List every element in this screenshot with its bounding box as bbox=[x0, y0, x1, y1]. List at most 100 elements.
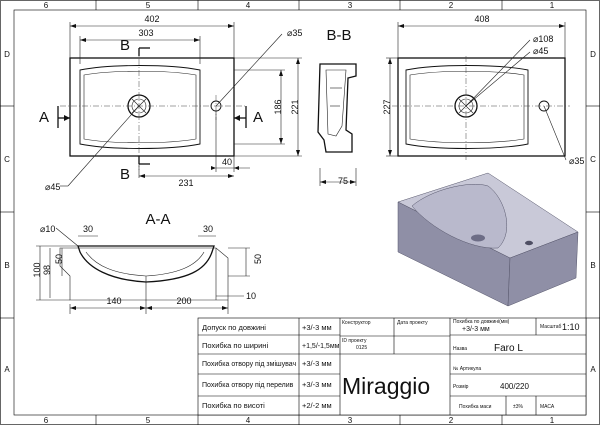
dia-bowl-label: ⌀108 bbox=[533, 34, 553, 44]
article-label: № Артикула bbox=[453, 366, 481, 372]
frame-col-label: 3 bbox=[348, 416, 353, 425]
dim-bowl-depth-right-label: 50 bbox=[253, 254, 263, 264]
title-block-tolerances: Допуск по довжині +3/-3 мм Похибка по ши… bbox=[202, 323, 340, 410]
section-bb-title: B-B bbox=[326, 27, 351, 44]
render-drain bbox=[471, 234, 485, 242]
dim-bowl-depth-left-label: 50 bbox=[54, 254, 64, 264]
frame-col-label: 6 bbox=[44, 1, 49, 10]
dim-left-span-label: 140 bbox=[106, 296, 121, 306]
basin-bowl-outline bbox=[79, 65, 201, 149]
title-block bbox=[197, 317, 587, 416]
side-section-labels: B-B 75 bbox=[326, 27, 351, 186]
isometric-render bbox=[397, 172, 579, 307]
section-b-bottom-label: B bbox=[120, 166, 130, 183]
size-label: Розмір bbox=[453, 384, 469, 390]
basin-outline bbox=[69, 57, 235, 157]
scale-value: 1:10 bbox=[562, 322, 580, 332]
frame-row-label: B bbox=[590, 261, 595, 270]
frame-row-labels-left: D C B A bbox=[4, 50, 10, 374]
product-name-value: Faro L bbox=[494, 343, 523, 354]
dim-rim-right-label: 30 bbox=[203, 224, 213, 234]
frame-row-labels-right: D C B A bbox=[590, 50, 596, 374]
mass-tolerance-label: Похибка маси bbox=[459, 404, 492, 410]
dim-inner-height-label: 98 bbox=[42, 265, 52, 275]
mass-label: МАСА bbox=[540, 404, 555, 410]
frame-column-labels-top: 6 5 4 3 2 1 bbox=[44, 1, 555, 10]
render-tap-hole bbox=[525, 240, 533, 246]
tolerance-label: Похибка по ширині bbox=[202, 341, 268, 350]
frame-col-label: 5 bbox=[146, 416, 151, 425]
dia-tap-alt-label: ⌀35 bbox=[569, 156, 584, 166]
product-name-label: Назва bbox=[453, 346, 467, 352]
frame-row-label: A bbox=[590, 365, 596, 374]
frame-col-label: 5 bbox=[146, 1, 151, 10]
dim-wall-label: 10 bbox=[246, 291, 256, 301]
frame-row-label: B bbox=[4, 261, 9, 270]
tolerance-value: +3/-3 мм bbox=[302, 323, 332, 332]
frame-row-label: C bbox=[4, 155, 10, 164]
depth-tolerance-value: +3/-3 мм bbox=[462, 326, 490, 333]
size-value: 400/220 bbox=[500, 382, 529, 391]
dia-tap-label: ⌀35 bbox=[287, 28, 302, 38]
frame-column-labels-bottom: 6 5 4 3 2 1 bbox=[44, 416, 555, 425]
frame-row-label: A bbox=[4, 365, 10, 374]
tolerance-label: Допуск по довжині bbox=[202, 323, 266, 332]
frame-col-label: 2 bbox=[449, 416, 454, 425]
dim-right-span-label: 200 bbox=[176, 296, 191, 306]
tolerance-label: Похибка отвору під перелив bbox=[202, 381, 294, 389]
section-aa-title: A-A bbox=[145, 211, 170, 228]
section-a-left-label: A bbox=[39, 109, 49, 126]
frame-col-label: 4 bbox=[246, 416, 251, 425]
section-profile bbox=[317, 63, 357, 153]
depth-tolerance-label: Похибка по довжині(мм) bbox=[453, 319, 510, 325]
frame-col-label: 6 bbox=[44, 416, 49, 425]
section-a-labels: A-A ⌀10 30 30 100 98 50 50 140 200 10 bbox=[32, 211, 263, 306]
frame-col-label: 4 bbox=[246, 1, 251, 10]
frame-row-label: C bbox=[590, 155, 596, 164]
dim-drain-offset-label: 231 bbox=[178, 178, 193, 188]
project-id-value: 0125 bbox=[356, 345, 367, 351]
brand-logo-text: Miraggio bbox=[342, 373, 430, 399]
basin-outline-alt bbox=[397, 57, 566, 157]
dim-depth-label: 75 bbox=[338, 176, 348, 186]
frame-col-label: 1 bbox=[550, 1, 555, 10]
section-a-right-label: A bbox=[253, 109, 263, 126]
section-b-top-label: B bbox=[120, 37, 130, 54]
right-top-view bbox=[386, 22, 570, 161]
dim-bowl-width-label: 186 bbox=[273, 99, 283, 114]
dim-width-alt-label: 227 bbox=[382, 99, 392, 114]
tolerance-label: Похибка по висоті bbox=[202, 401, 265, 410]
dia-overflow-label: ⌀10 bbox=[40, 224, 55, 234]
title-block-info: Конструктор Дата проекту ID проекту 0125… bbox=[342, 319, 580, 410]
constructor-label: Конструктор bbox=[342, 320, 371, 326]
project-id-label: ID проекту bbox=[342, 338, 367, 344]
mass-tolerance-value: ±3% bbox=[513, 404, 524, 410]
project-date-label: Дата проекту bbox=[397, 320, 428, 326]
tolerance-value: +3/-3 мм bbox=[302, 359, 332, 368]
dim-height-label: 100 bbox=[32, 262, 42, 277]
dim-length-label: 402 bbox=[144, 14, 159, 24]
top-view-labels: 402 303 ⌀35 186 221 40 231 ⌀45 B B A A bbox=[39, 14, 302, 192]
tolerance-value: +1,5/-1,5мм bbox=[302, 343, 340, 350]
frame-row-label: D bbox=[590, 50, 596, 59]
dia-drain-label: ⌀45 bbox=[45, 182, 60, 192]
dia-drain-alt-label: ⌀45 bbox=[533, 46, 548, 56]
frame-col-label: 3 bbox=[348, 1, 353, 10]
dim-tap-offset-label: 40 bbox=[222, 157, 232, 167]
right-top-view-labels: 408 ⌀108 ⌀45 227 ⌀35 bbox=[382, 14, 584, 166]
side-section-view bbox=[317, 63, 357, 186]
frame-row-label: D bbox=[4, 50, 10, 59]
scale-label: Масштаб bbox=[540, 324, 562, 330]
tolerance-value: +2/-2 мм bbox=[302, 401, 332, 410]
section-a-view bbox=[36, 227, 250, 314]
frame-col-label: 1 bbox=[550, 416, 555, 425]
dim-bowl-length-label: 303 bbox=[138, 28, 153, 38]
render-right-face bbox=[507, 231, 579, 307]
dim-length-alt-label: 408 bbox=[474, 14, 489, 24]
dim-rim-left-label: 30 bbox=[83, 224, 93, 234]
tolerance-value: +3/-3 мм bbox=[302, 380, 332, 389]
tolerance-label: Похибка отвору під змішувач bbox=[202, 360, 297, 368]
dim-width-label: 221 bbox=[290, 99, 300, 114]
